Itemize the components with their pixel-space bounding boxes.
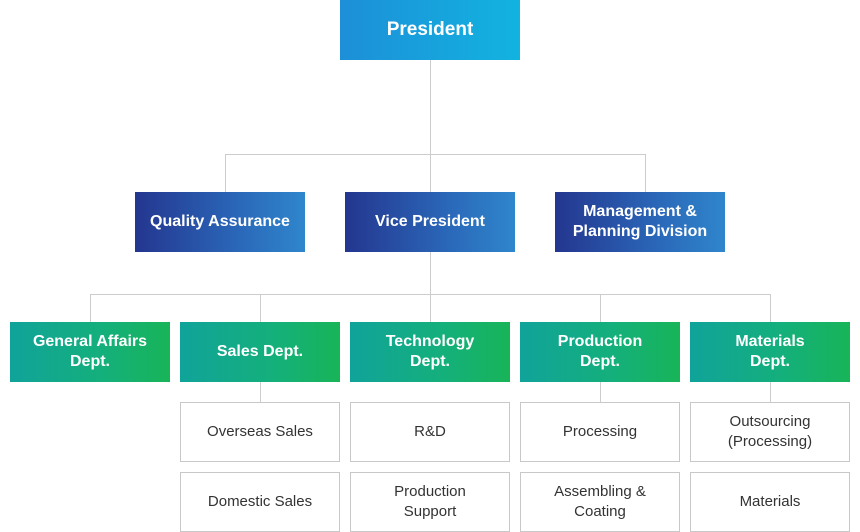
rnd-label: R&D <box>414 423 446 440</box>
quality-assurance-label: Quality Assurance <box>150 213 290 230</box>
technology-dept-label: Technology Dept. <box>385 333 475 370</box>
assembling-coating-label: Assembling & Coating <box>554 483 646 520</box>
production-dept-label: Production Dept. <box>557 333 643 370</box>
quality-assurance-box: Quality Assurance <box>135 192 305 252</box>
assembling-coating-box: Assembling & Coating <box>520 472 680 532</box>
production-dept-box: Production Dept. <box>520 322 680 382</box>
overseas-sales-box: Overseas Sales <box>180 402 340 462</box>
domestic-sales-box: Domestic Sales <box>180 472 340 532</box>
processing-label: Processing <box>562 423 638 440</box>
materials-dept-label: Materials Dept. <box>735 333 805 370</box>
president-box: President <box>340 0 520 60</box>
outsourcing-box: Outsourcing (Processing) <box>690 402 850 462</box>
outsourcing-label: Outsourcing (Processing) <box>727 413 813 450</box>
president-label: President <box>386 19 474 40</box>
management-planning-box: Management & Planning Division <box>555 192 725 252</box>
vice-president-box: Vice President <box>345 192 515 252</box>
technology-dept-box: Technology Dept. <box>350 322 510 382</box>
materials-label: Materials <box>739 493 801 510</box>
vice-president-label: Vice President <box>375 213 485 230</box>
management-planning-label: Management & Planning Division <box>572 203 708 240</box>
rnd-box: R&D <box>350 402 510 462</box>
sales-dept-label: Sales Dept. <box>216 343 304 360</box>
sales-dept-box: Sales Dept. <box>180 322 340 382</box>
materials-dept-box: Materials Dept. <box>690 322 850 382</box>
production-support-label: Production Support <box>394 483 466 520</box>
domestic-sales-label: Domestic Sales <box>207 493 313 510</box>
processing-box: Processing <box>520 402 680 462</box>
materials-box: Materials <box>690 472 850 532</box>
general-affairs-label: General Affairs Dept. <box>32 333 148 370</box>
production-support-box: Production Support <box>350 472 510 532</box>
general-affairs-box: General Affairs Dept. <box>10 322 170 382</box>
overseas-sales-label: Overseas Sales <box>207 423 313 440</box>
